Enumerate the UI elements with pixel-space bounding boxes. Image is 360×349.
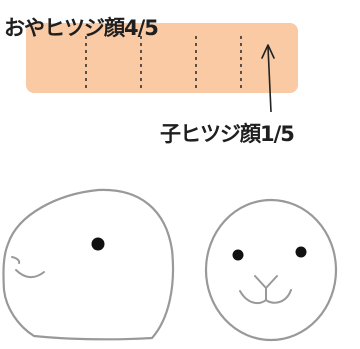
adult-nostril <box>11 256 21 264</box>
lamb-eye-right <box>295 246 307 258</box>
arrow-up-icon <box>261 44 275 113</box>
lamb-nose <box>254 275 278 301</box>
lamb-eye-left <box>232 249 244 261</box>
parent-face-label: おやヒツジ顔4/5 <box>4 16 159 40</box>
adult-mouth <box>15 269 45 278</box>
proportion-bar <box>26 23 298 93</box>
adult-eye <box>91 237 105 251</box>
adult-face-outline <box>2 188 175 341</box>
adult-sheep-face-icon <box>2 188 175 341</box>
bar-fill <box>26 23 298 93</box>
lamb-mouth <box>239 289 292 305</box>
child-face-label: 子ヒツジ顔1/5 <box>160 122 295 146</box>
lamb-face-icon <box>204 198 338 342</box>
lamb-face-outline <box>204 198 338 342</box>
